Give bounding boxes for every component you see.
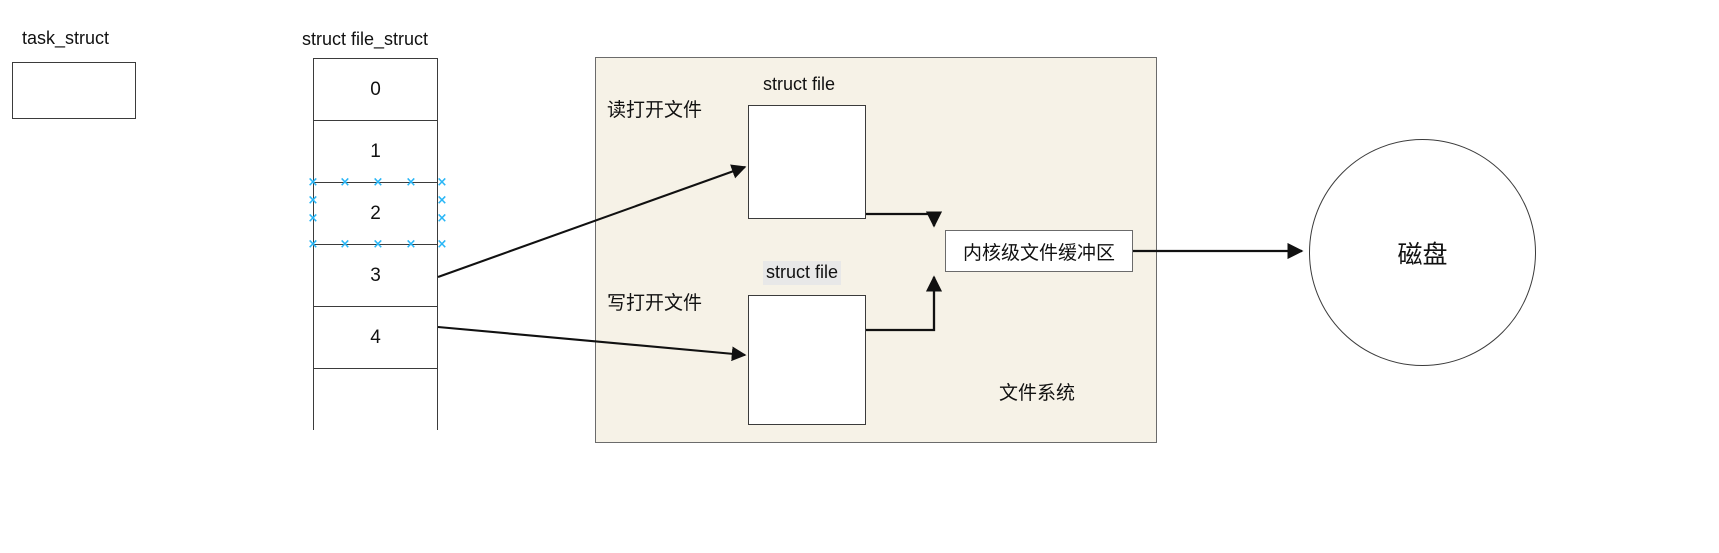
kernel-buffer-label: 内核级文件缓冲区 [962,241,1115,264]
kernel-buffer-box[interactable]: 内核级文件缓冲区 [945,230,1133,272]
fd-row-label: 2 [370,202,381,224]
fd-row-label: 0 [370,78,381,100]
fd-row-empty[interactable] [314,369,437,431]
fd-row[interactable]: 3 [314,245,437,307]
struct-file-read-box[interactable] [748,105,866,219]
filesystem-label: 文件系统 [999,382,1076,404]
struct-file-write-title: struct file [763,261,842,285]
fd-row-label: 4 [370,326,381,348]
fd-row[interactable]: 1 [314,121,437,183]
struct-file-write-box[interactable] [748,295,866,425]
task-struct-box[interactable] [12,62,136,119]
fd-row-selected[interactable]: 2 [314,183,437,245]
selection-handle-ne[interactable] [437,177,448,188]
selection-handle-e1[interactable] [437,195,448,206]
fd-table[interactable]: 0 1 2 3 4 [313,58,438,431]
fd-row-label: 1 [370,140,381,162]
disk-circle[interactable]: 磁盘 [1309,139,1536,366]
write-open-file-label: 写打开文件 [607,292,703,314]
fd-row[interactable]: 0 [314,59,437,121]
struct-file-read-title: struct file [763,74,836,94]
selection-handle-se[interactable] [437,239,448,250]
disk-label: 磁盘 [1397,239,1448,269]
file-struct-title: struct file_struct [302,29,429,49]
read-open-file-label: 读打开文件 [607,99,703,121]
fd-row[interactable]: 4 [314,307,437,369]
fd-row-label: 3 [370,264,381,286]
task-struct-title: task_struct [22,28,110,48]
selection-handle-e2[interactable] [437,213,448,224]
